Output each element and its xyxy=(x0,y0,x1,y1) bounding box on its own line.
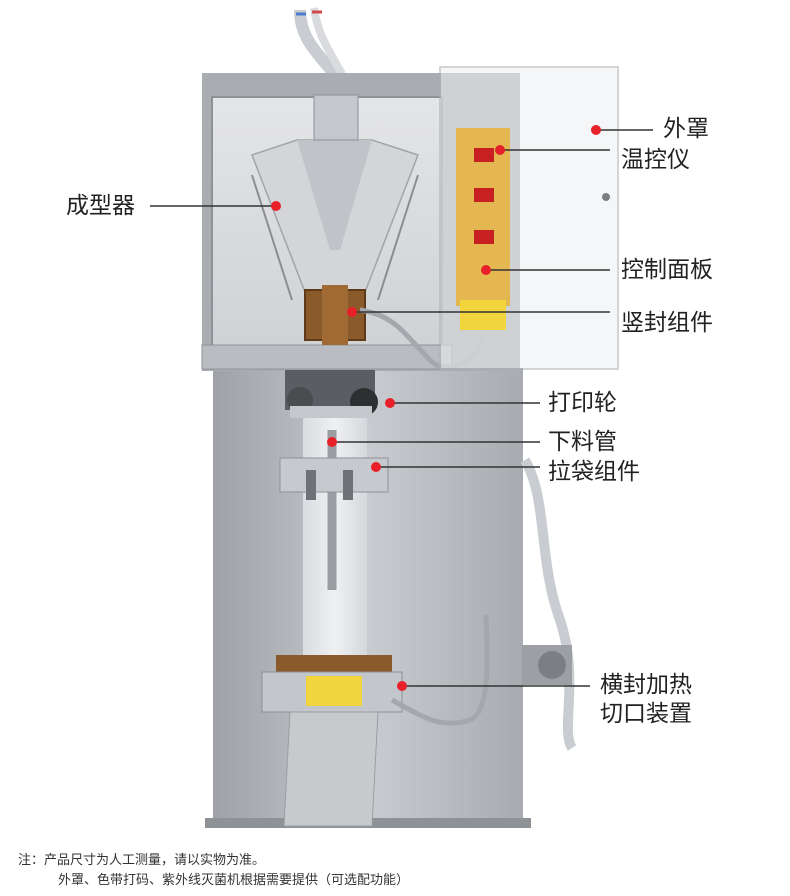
marker-dot xyxy=(397,681,407,691)
label-former: 成型器 xyxy=(66,193,135,219)
callout-horizontal-seal xyxy=(397,681,590,691)
label-control-panel: 控制面板 xyxy=(621,257,713,283)
callout-former xyxy=(150,201,281,211)
label-horizontal-seal-line2: 切口装置 xyxy=(600,701,692,727)
output-chute xyxy=(283,711,379,827)
marker-dot xyxy=(371,462,381,472)
label-horizontal-seal-line1: 横封加热 xyxy=(600,672,692,698)
label-outer-cover: 外罩 xyxy=(663,116,709,142)
marker-dot xyxy=(347,307,357,317)
callout-print-wheel xyxy=(385,398,540,408)
marker-dot xyxy=(591,125,601,135)
callout-temperature-controller xyxy=(495,145,610,155)
marker-dot xyxy=(271,201,281,211)
marker-dot xyxy=(495,145,505,155)
marker-dot xyxy=(481,265,491,275)
callout-bag-pull xyxy=(371,462,540,472)
callout-outer-cover xyxy=(591,125,653,135)
callout-vertical-seal xyxy=(347,307,610,317)
label-bag-pull: 拉袋组件 xyxy=(548,459,640,485)
side-hose xyxy=(520,457,577,751)
bag-pull-bar xyxy=(279,457,389,493)
label-feed-tube: 下料管 xyxy=(548,429,617,455)
label-temperature-controller: 温控仪 xyxy=(621,147,690,173)
callout-control-panel xyxy=(481,265,610,275)
marker-dot xyxy=(385,398,395,408)
callout-feed-tube xyxy=(327,437,540,447)
label-vertical-seal: 竖封组件 xyxy=(621,310,713,336)
marker-dot xyxy=(327,437,337,447)
footnote-line2: 外罩、色带打码、紫外线灭菌机根据需要提供（可选配功能） xyxy=(58,873,410,888)
footnote-line1: 注：产品尺寸为人工测量，请以实物为准。 xyxy=(18,853,266,868)
label-print-wheel: 打印轮 xyxy=(548,390,617,416)
top-hose xyxy=(294,9,340,79)
